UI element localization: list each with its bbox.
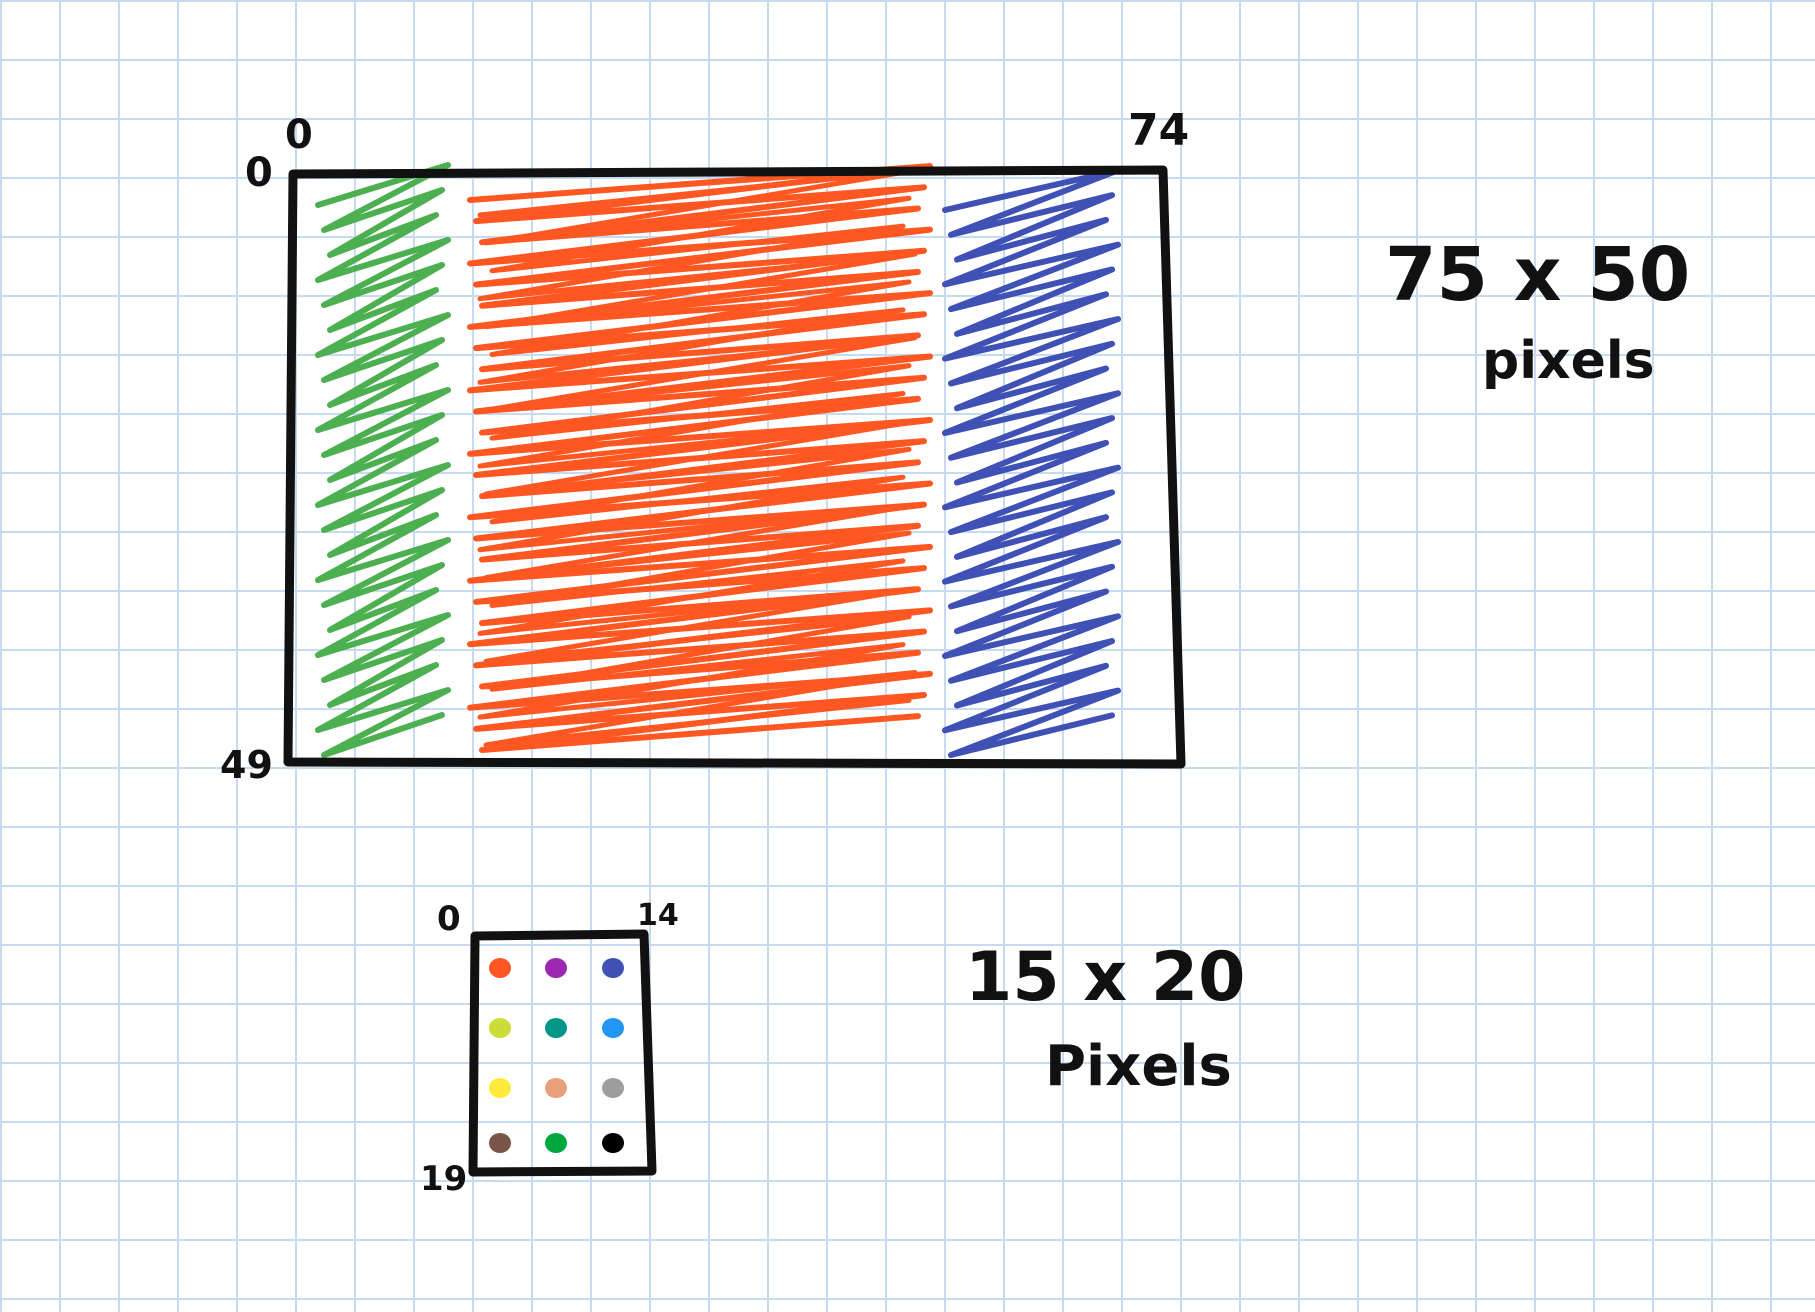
large-unit-label: pixels	[1482, 331, 1655, 391]
scribble-stroke	[942, 167, 1121, 758]
scribble-stroke	[477, 167, 918, 748]
color-dot	[489, 1018, 511, 1038]
orange-stripe	[467, 163, 933, 753]
large-canvas-border	[283, 165, 1186, 769]
color-dot	[489, 1133, 511, 1153]
small-unit-label: Pixels	[1045, 1034, 1232, 1099]
small-dimension-label: 15 x 20	[965, 938, 1245, 1017]
color-dot	[545, 1133, 567, 1153]
large-dimension-label: 75 x 50	[1385, 232, 1690, 318]
color-dot	[545, 1018, 567, 1038]
large-top-left-label: 0	[245, 150, 273, 196]
color-dot-grid	[489, 958, 624, 1153]
large-top-right-label: 74	[1128, 105, 1189, 156]
small-bottom-left-label: 19	[420, 1159, 467, 1199]
large-bottom-left-label: 49	[220, 743, 273, 787]
large-canvas: 0 0 74 49 75 x 50 pixels	[220, 105, 1690, 787]
color-dot	[602, 958, 624, 978]
color-dot	[602, 1133, 624, 1153]
small-canvas: 0 14 19 15 x 20 Pixels	[420, 898, 1245, 1199]
scribble-stroke	[315, 162, 451, 758]
small-top-right-label: 14	[637, 898, 679, 933]
large-top-left-y-label: 0	[285, 112, 313, 158]
color-dot	[545, 1078, 567, 1098]
color-dot	[545, 958, 567, 978]
blue-stripe	[942, 167, 1121, 758]
green-stripe	[315, 162, 451, 758]
color-dot	[489, 1078, 511, 1098]
color-dot	[602, 1078, 624, 1098]
color-dot	[602, 1018, 624, 1038]
small-canvas-border	[468, 929, 657, 1177]
color-dot	[489, 958, 511, 978]
small-top-left-label: 0	[437, 899, 461, 939]
